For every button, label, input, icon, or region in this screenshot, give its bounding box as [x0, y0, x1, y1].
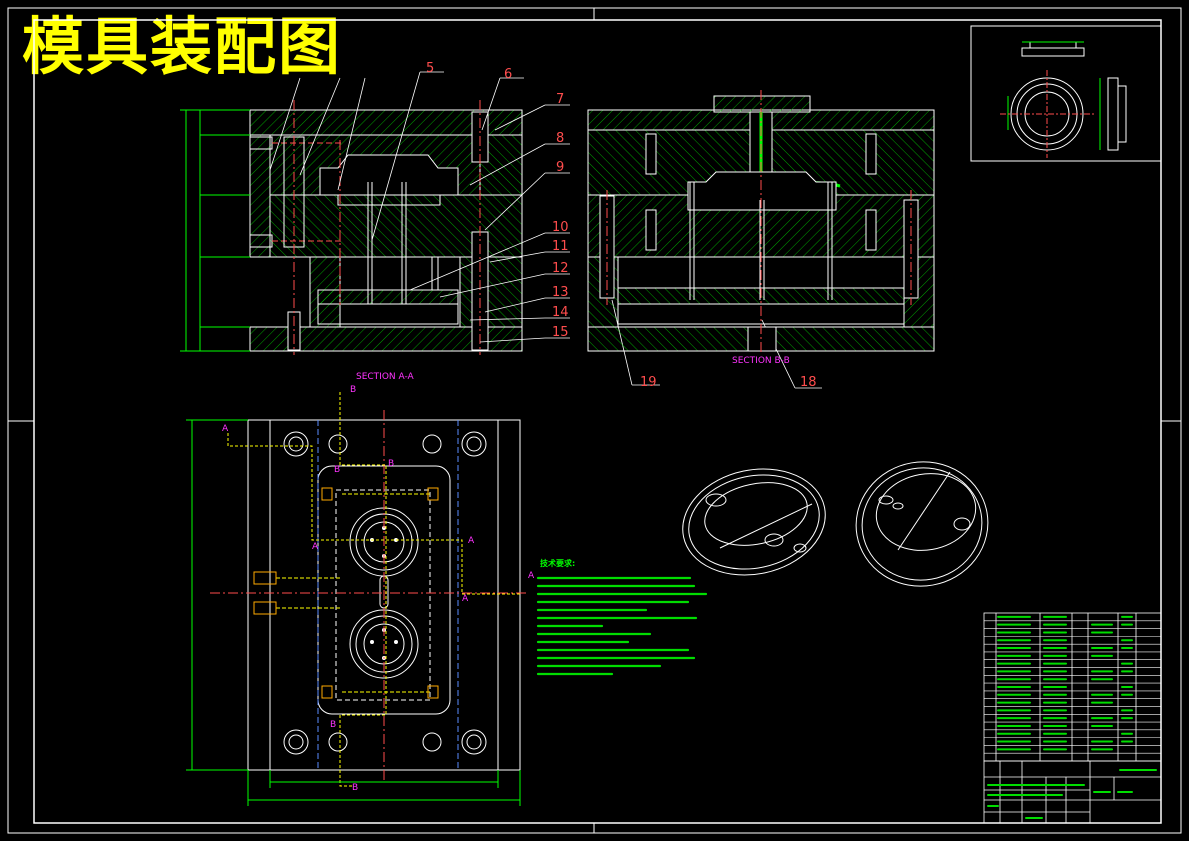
- section-marker: B: [388, 459, 394, 469]
- section-marker: B: [330, 720, 336, 730]
- part-number-labels: 5 6 7 8 9 10 11 12 13 14 15 18 19: [426, 61, 817, 390]
- part-number: 9: [556, 160, 564, 175]
- part-number: 8: [556, 131, 564, 146]
- plan-view: [186, 392, 528, 806]
- section-b-b-view: [587, 90, 935, 355]
- section-marker: A: [468, 536, 475, 546]
- parts-list-cell-text: [997, 615, 1133, 751]
- tech-requirements-text-lines: [536, 576, 708, 676]
- parts-list-rows: [984, 620, 1161, 754]
- part-number: 7: [556, 92, 564, 107]
- title-block: [983, 760, 1162, 824]
- section-marker: A: [462, 594, 469, 604]
- part-number: 18: [800, 375, 817, 390]
- title-block-text: [987, 769, 1157, 819]
- section-marker: A: [528, 571, 535, 581]
- part-number: 14: [552, 305, 569, 320]
- section-marker: B: [350, 385, 356, 395]
- product-3d-views: [682, 461, 989, 587]
- part-number: 15: [552, 325, 569, 340]
- section-markers: SECTION A-A B A A A A A B B B B: [222, 372, 535, 793]
- part-number: 12: [552, 261, 569, 276]
- part-number: 5: [426, 61, 434, 76]
- section-b-b-label: SECTION B-B: [732, 356, 790, 366]
- section-marker: A: [222, 424, 229, 434]
- drawing-frame: [7, 7, 1182, 834]
- part-number: 10: [552, 220, 569, 235]
- part-number: 11: [552, 239, 569, 254]
- section-marker: A: [312, 542, 319, 552]
- section-marker: B: [352, 783, 358, 793]
- part-number: 6: [504, 67, 512, 82]
- section-marker: B: [334, 465, 340, 475]
- part-detail-inset: [970, 25, 1162, 162]
- section-a-a-label: SECTION A-A: [356, 372, 415, 382]
- parts-list-table: [983, 612, 1162, 762]
- technical-requirements: 技术要求:: [536, 558, 708, 676]
- tech-requirements-title: 技术要求:: [540, 558, 575, 568]
- section-a-a-view: [180, 100, 523, 355]
- drawing-title: 模具装配图: [22, 10, 343, 83]
- part-number: 19: [640, 375, 657, 390]
- part-number: 13: [552, 285, 569, 300]
